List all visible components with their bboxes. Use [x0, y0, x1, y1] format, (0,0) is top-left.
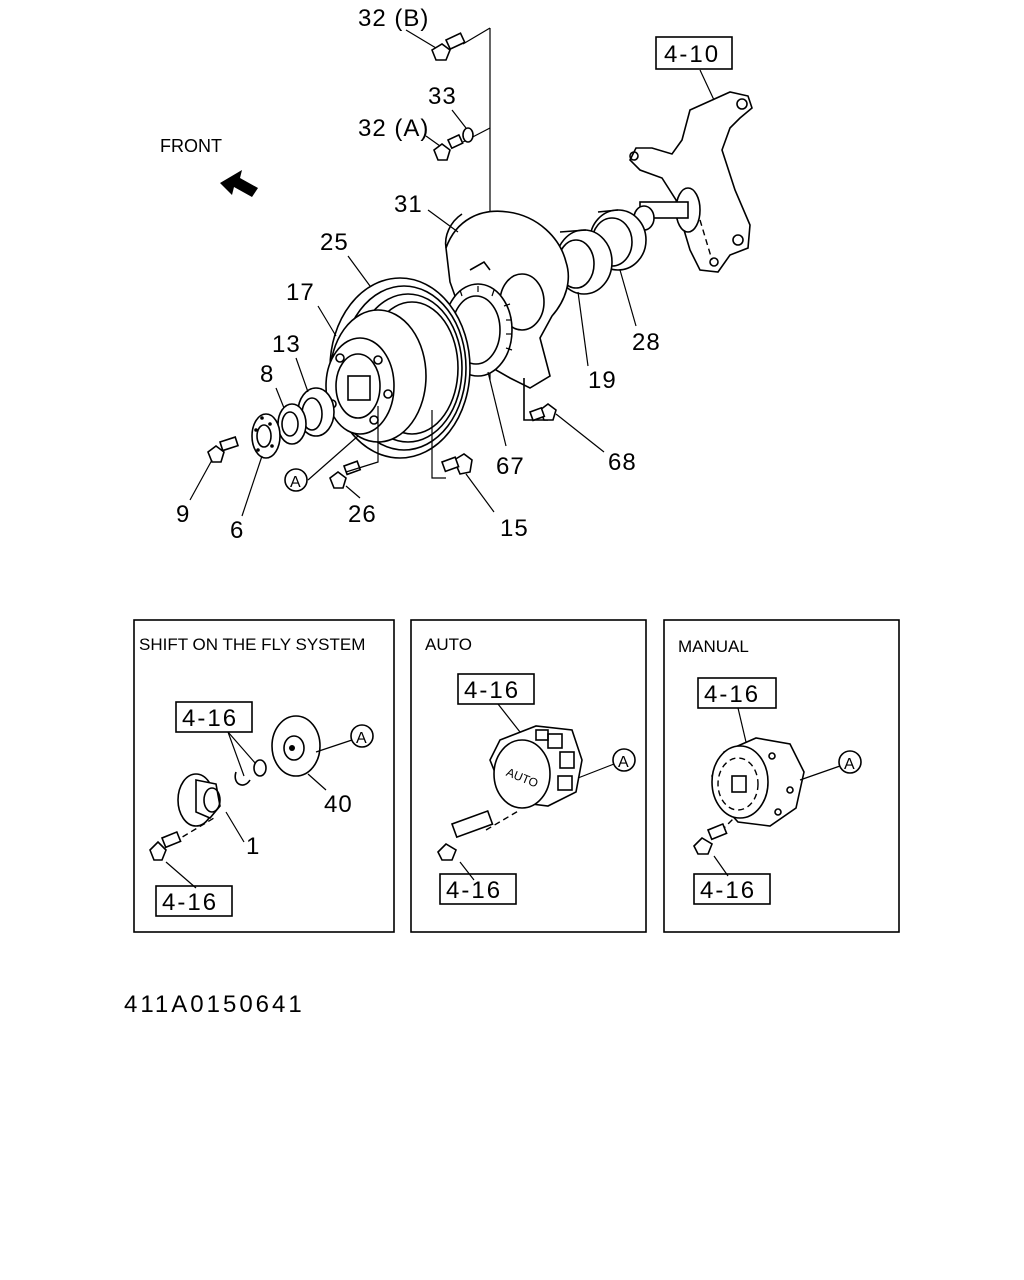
figure-code: 411A0150641	[124, 991, 305, 1018]
front-arrow-icon	[220, 170, 258, 197]
panel-manual-title: MANUAL	[678, 637, 749, 656]
bolt-manual	[693, 822, 728, 855]
svg-text:4-16: 4-16	[704, 681, 760, 708]
svg-text:A: A	[356, 730, 367, 747]
washer-33	[462, 127, 474, 143]
hub-17	[325, 337, 395, 435]
hub-cap-1	[177, 773, 221, 827]
callout-8: 8	[260, 361, 274, 388]
callout-26: 26	[348, 501, 377, 528]
ref-box-knuckle[interactable]: 4-10	[655, 36, 733, 70]
bolt-auto	[437, 809, 494, 861]
svg-text:4-10: 4-10	[664, 41, 720, 68]
ref-box-auto-top[interactable]: 4-16	[457, 673, 535, 705]
callout-25: 25	[320, 229, 349, 256]
bolt-68	[528, 403, 557, 422]
bearing-8	[277, 403, 307, 445]
callout-6: 6	[230, 517, 244, 544]
manual-locking-hub	[711, 737, 805, 827]
svg-text:A: A	[618, 754, 629, 771]
svg-text:4-16: 4-16	[464, 677, 520, 704]
auto-locking-hub: AUTO	[489, 725, 583, 809]
bolt-shift	[149, 830, 182, 861]
callout-40: 40	[324, 791, 353, 818]
hub-bolt-15	[440, 453, 473, 475]
ref-box-shift-bottom[interactable]: 4-16	[155, 885, 233, 917]
callout-68: 68	[608, 449, 637, 476]
callout-15: 15	[500, 515, 529, 542]
front-label: FRONT	[160, 136, 222, 156]
svg-text:4-16: 4-16	[182, 705, 238, 732]
callout-17: 17	[286, 279, 315, 306]
svg-text:4-16: 4-16	[700, 877, 756, 904]
bolt-9	[207, 436, 240, 463]
drive-flange-40	[271, 715, 321, 777]
leader-lines	[189, 29, 637, 517]
ref-box-auto-bottom[interactable]: 4-16	[439, 873, 517, 905]
callout-67: 67	[496, 453, 525, 480]
callout-33: 33	[428, 83, 457, 110]
callout-31: 31	[394, 191, 423, 218]
svg-text:A: A	[844, 756, 855, 773]
ref-box-manual-bottom[interactable]: 4-16	[693, 873, 771, 905]
bolt-32b	[431, 32, 466, 61]
svg-text:4-16: 4-16	[446, 877, 502, 904]
callout-1: 1	[246, 833, 260, 860]
svg-text:4-16: 4-16	[162, 889, 218, 916]
panel-manual: MANUAL 4-16 A 4-16	[663, 619, 900, 933]
steering-knuckle	[629, 91, 753, 273]
connector-a-main: A	[284, 468, 308, 492]
callout-13: 13	[272, 331, 301, 358]
svg-text:A: A	[290, 474, 301, 491]
panel-shift-on-the-fly: SHIFT ON THE FLY SYSTEM 4-16 40 A 1	[133, 619, 395, 933]
panel-auto: AUTO 4-16 AUTO A 4-16	[410, 619, 647, 933]
panel-auto-title: AUTO	[425, 635, 472, 654]
panel-shift-title: SHIFT ON THE FLY SYSTEM	[139, 635, 365, 654]
ref-box-manual-top[interactable]: 4-16	[697, 677, 777, 709]
callout-28: 28	[632, 329, 661, 356]
callout-32b: 32 (B)	[358, 5, 429, 32]
bolt-32a	[433, 133, 464, 161]
ref-box-shift-top[interactable]: 4-16	[175, 701, 253, 733]
callout-19: 19	[588, 367, 617, 394]
bolt-26	[329, 460, 362, 489]
callout-9: 9	[176, 501, 190, 528]
flange-6	[251, 413, 281, 459]
callout-32a: 32 (A)	[358, 115, 429, 142]
